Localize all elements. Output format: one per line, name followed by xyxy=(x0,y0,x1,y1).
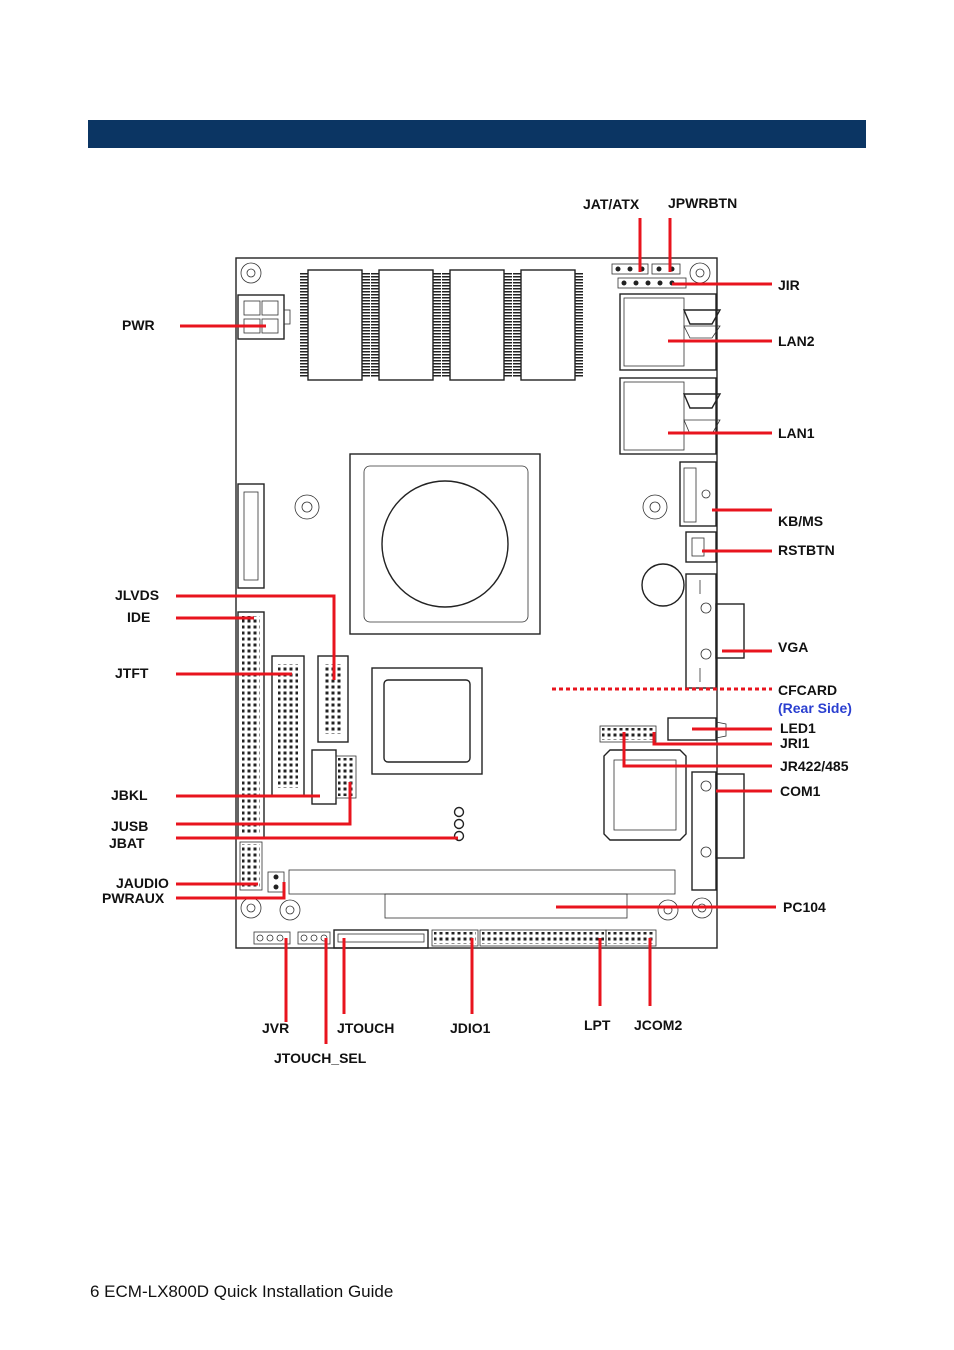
label-lan2: LAN2 xyxy=(778,333,815,349)
cpu xyxy=(349,453,541,635)
leader-jusb xyxy=(176,782,352,826)
jri1-header xyxy=(599,725,657,743)
label-cfcard: CFCARD xyxy=(778,682,837,698)
cf-socket xyxy=(603,749,687,841)
label-pwr: PWR xyxy=(122,317,155,333)
label-cfcard-note: (Rear Side) xyxy=(778,700,852,716)
label-jtft: JTFT xyxy=(115,665,149,681)
label-jvr: JVR xyxy=(262,1020,289,1036)
board-outline xyxy=(235,257,718,949)
footer-page-label: 6 ECM-LX800D Quick Installation Guide xyxy=(90,1282,394,1301)
label-kbms: KB/MS xyxy=(778,513,823,529)
label-lan1: LAN1 xyxy=(778,425,815,441)
lan-ports xyxy=(619,293,722,455)
label-lpt: LPT xyxy=(584,1017,611,1033)
labels: JAT/ATX JPWRBTN JIR PWR LAN2 LAN1 KB/MS … xyxy=(102,195,852,1066)
label-jpwrbtn: JPWRBTN xyxy=(668,195,737,211)
mounting-holes xyxy=(240,262,713,921)
label-rstbtn: RSTBTN xyxy=(778,542,835,558)
label-jr422-485: JR422/485 xyxy=(780,758,849,774)
label-jbat: JBAT xyxy=(109,835,145,851)
jbat xyxy=(453,806,465,842)
label-jcom2: JCOM2 xyxy=(634,1017,682,1033)
label-ide: IDE xyxy=(127,609,150,625)
kbms-connector xyxy=(679,461,717,527)
label-jtouch: JTOUCH xyxy=(337,1020,394,1036)
label-vga: VGA xyxy=(778,639,808,655)
header-bar xyxy=(88,120,866,148)
label-jtouch-sel: JTOUCH_SEL xyxy=(274,1050,367,1066)
ram-chips xyxy=(300,269,583,381)
vga-connector xyxy=(685,573,745,689)
label-jri1: JRI1 xyxy=(780,735,810,751)
label-jlvds: JLVDS xyxy=(115,587,159,603)
ide-connector xyxy=(237,483,265,839)
label-com1: COM1 xyxy=(780,783,821,799)
rstbtn-connector xyxy=(685,531,717,563)
pwr-connector xyxy=(237,294,291,340)
leader-jr422 xyxy=(622,732,772,768)
label-jaudio: JAUDIO xyxy=(116,875,169,891)
label-led1: LED1 xyxy=(780,720,816,736)
com1-connector xyxy=(691,771,745,891)
label-jdio1: JDIO1 xyxy=(450,1020,491,1036)
label-jusb: JUSB xyxy=(111,818,148,834)
leader-jri1 xyxy=(652,732,772,746)
buzzer xyxy=(641,563,685,607)
pc104-connector xyxy=(288,869,676,919)
leader-pwraux xyxy=(176,882,286,900)
label-jat-atx: JAT/ATX xyxy=(583,196,640,212)
label-jbkl: JBKL xyxy=(111,787,148,803)
top-jumpers xyxy=(611,263,687,289)
bottom-headers xyxy=(253,929,657,949)
label-pc104: PC104 xyxy=(783,899,826,915)
chipset xyxy=(371,667,483,775)
leader-lines xyxy=(176,218,776,1044)
label-pwraux: PWRAUX xyxy=(102,890,165,906)
leader-jlvds xyxy=(176,594,336,680)
label-jir: JIR xyxy=(778,277,800,293)
jtft-connector xyxy=(271,655,305,797)
